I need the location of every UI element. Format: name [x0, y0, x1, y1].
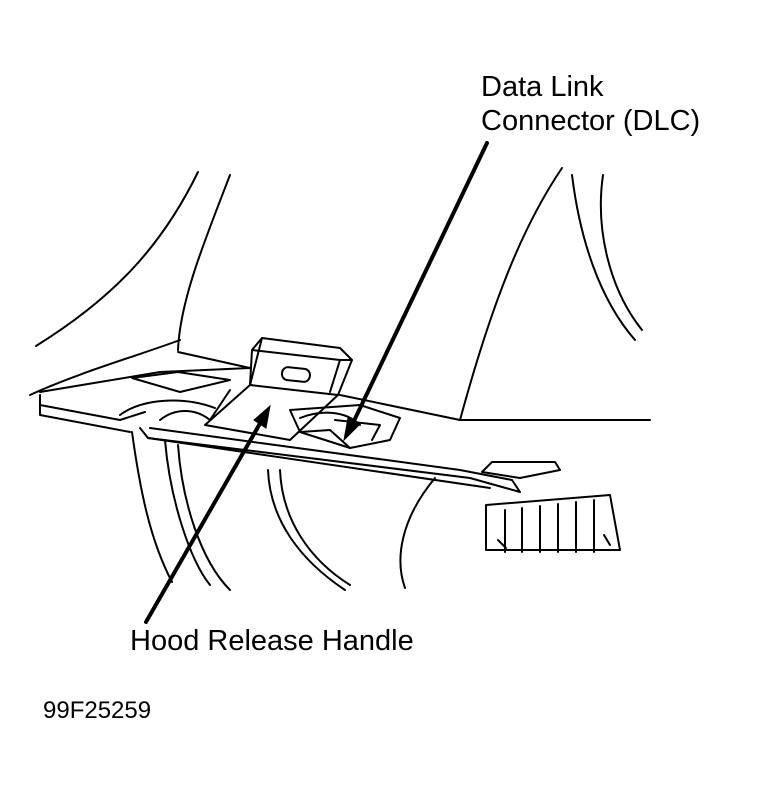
dlc-callout-line1: Data Link: [481, 71, 604, 103]
hood-release-leader-arrow: [144, 404, 271, 624]
lower-structure-lines: [131, 431, 436, 591]
dlc-callout-label: Data Link Connector (DLC): [481, 70, 700, 138]
figure-code-label: 99F25259: [43, 697, 152, 724]
dlc-callout-line2: Connector (DLC): [481, 105, 701, 137]
lower-dash-panel: [119, 399, 521, 493]
door-panel-outline: [29, 171, 231, 433]
air-vent: [481, 461, 621, 553]
dlc-leader-arrow: [343, 141, 489, 442]
dash-upper-shelf: [39, 351, 461, 421]
hood-release-callout-label: Hood Release Handle: [130, 625, 414, 657]
right-trim-outline: [459, 167, 651, 421]
dlc-recess: [289, 404, 401, 449]
hood-release-handle-shape: [204, 337, 353, 441]
